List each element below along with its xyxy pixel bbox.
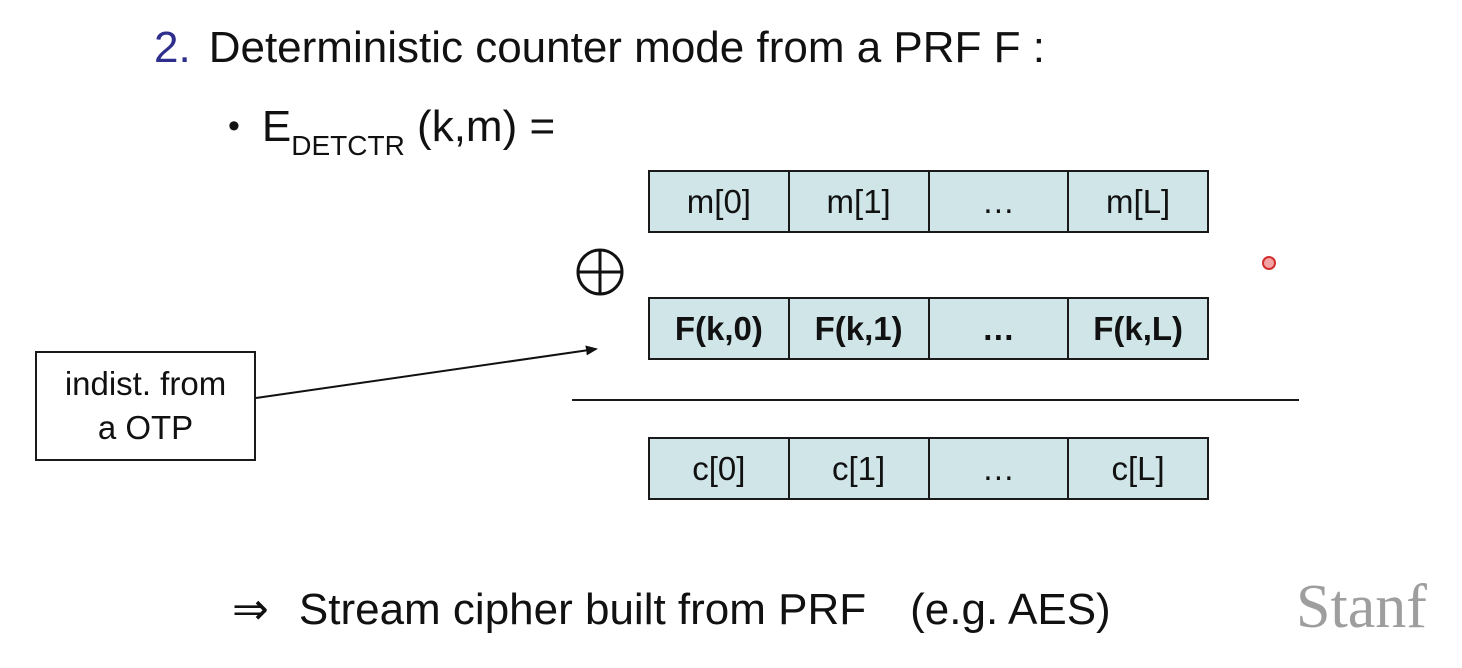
sum-divider-line <box>572 399 1299 401</box>
formula-e: E <box>261 102 292 151</box>
encryption-formula: • EDETCTR (k,m) = <box>228 98 555 174</box>
message-cell: … <box>930 172 1070 231</box>
ciphertext-cell: c[0] <box>650 439 790 498</box>
prf-cell: … <box>930 299 1070 358</box>
heading-number: 2. <box>154 23 191 72</box>
ciphertext-cell: c[L] <box>1111 449 1165 487</box>
bullet-dot: • <box>228 107 240 145</box>
prf-cell: F(k,0) <box>650 299 790 358</box>
message-row: m[0] m[1] … m[L] <box>648 170 1209 233</box>
message-cell: m[0] <box>650 172 790 231</box>
ciphertext-cell: c[1] <box>790 439 930 498</box>
conclusion-example: (e.g. AES) <box>910 585 1111 634</box>
slide-heading: 2. Deterministic counter mode from a PRF … <box>154 20 1045 76</box>
annotation-line-2: a OTP <box>97 409 194 446</box>
prf-cell: F(k,1) <box>790 299 930 358</box>
ciphertext-cell: … <box>930 439 1070 498</box>
circled-plus-icon <box>576 248 624 296</box>
prf-row: F(k,0) F(k,1) … F(k,L) <box>648 297 1209 360</box>
annotation-line-1: indist. from <box>64 365 227 402</box>
conclusion-text: Stream cipher built from PRF <box>298 585 867 634</box>
heading-text: Deterministic counter mode from a PRF F … <box>208 23 1045 72</box>
message-cell: m[L] <box>1106 182 1171 220</box>
conclusion-line: ⇒ Stream cipher built from PRF (e.g. AES) <box>232 582 1111 638</box>
prf-cell: F(k,L) <box>1093 309 1184 347</box>
university-logo: Stanf <box>1296 573 1427 641</box>
implies-symbol: ⇒ <box>232 585 269 634</box>
annotation-box: indist. from a OTP <box>35 351 256 461</box>
formula-subscript: DETCTR <box>291 130 405 161</box>
message-cell: m[1] <box>790 172 930 231</box>
formula-args: (k,m) = <box>404 102 556 151</box>
ciphertext-row: c[0] c[1] … c[L] <box>648 437 1209 500</box>
laser-pointer-dot-icon <box>1262 256 1276 270</box>
